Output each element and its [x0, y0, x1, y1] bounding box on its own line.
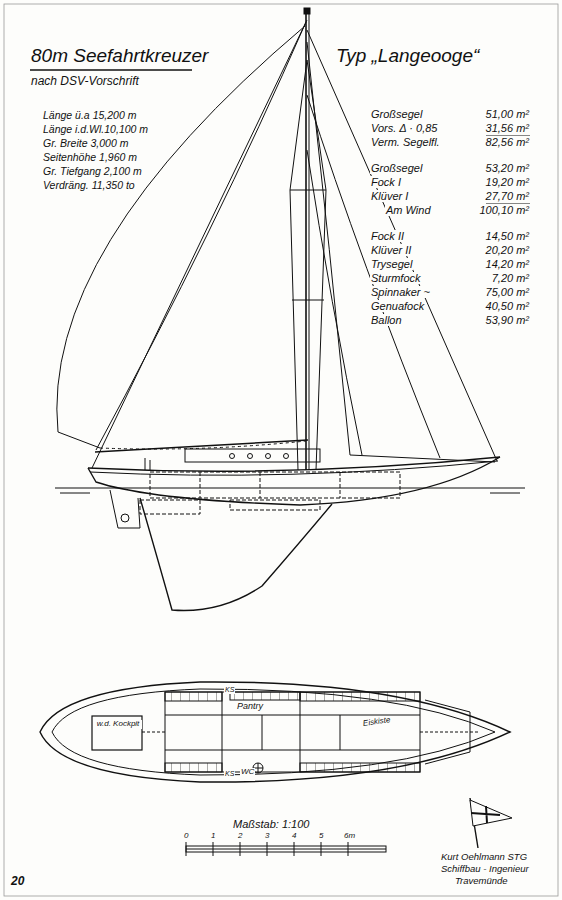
signature: Travemünde [454, 876, 509, 886]
sail-area: 51,00 m² [485, 108, 530, 120]
sail-area: 14,20 m² [485, 258, 530, 270]
drawing-label: 6m [343, 832, 356, 841]
club-flag [470, 798, 512, 848]
drawing-label: Seitenhöhe 1,960 m [42, 152, 138, 164]
sail-area: 31,56 m² [485, 122, 530, 134]
drawing-label: KS [224, 686, 235, 694]
drawing-label: 3 [264, 832, 270, 841]
sail-area: 19,20 m² [485, 176, 530, 188]
sail-name: Trysegel [370, 258, 413, 270]
signature: Kurt Oehlmann STG [440, 852, 528, 862]
sail-name: Klüver II [370, 244, 412, 256]
sheet-border [4, 4, 558, 896]
drawing-label: Gr. Breite 3,000 m [42, 138, 129, 150]
sail-area: 27,70 m² [485, 190, 530, 202]
drawing-label: Eiskiste [362, 716, 392, 729]
drawing-label: nach DSV-Vorschrift [30, 75, 140, 88]
sail-area: 100,10 m² [478, 204, 530, 216]
drawing-label: Länge ü.a 15,200 m [42, 110, 137, 122]
drawing-label: w.d. Kockpit [94, 720, 142, 729]
scale-bar [186, 842, 386, 856]
type-title: Typ „Langeooge“ [335, 46, 480, 67]
drawing-label: Länge i.d.Wl.10,100 m [42, 124, 149, 136]
drawing-label: Pantry [236, 702, 264, 712]
sail-name: Genuafock [370, 300, 425, 312]
drawing-label: 0 [183, 832, 189, 841]
sail-name: Großsegel [370, 108, 423, 120]
sail-name: Klüver I [370, 190, 409, 202]
sail-area: 82,56 m² [485, 136, 530, 148]
sail-area: 75,00 m² [485, 286, 530, 298]
page-number: 20 [10, 875, 25, 888]
sail-area: 40,50 m² [485, 300, 530, 312]
hull-profile [55, 449, 525, 611]
sail-name: Ballon [370, 314, 403, 326]
sail-name: Fock II [370, 230, 405, 242]
drawing-label: WC [240, 768, 255, 777]
sail-name: Fock I [370, 176, 402, 188]
sail-name: Vors. Δ · 0,85 [370, 122, 438, 134]
sail-area: 53,20 m² [485, 162, 530, 174]
sail-area: 14,50 m² [485, 230, 530, 242]
drawing-label: 4 [291, 832, 297, 841]
sail-name: Spinnaker ~ [370, 286, 431, 298]
sail-name: Am Wind [385, 204, 432, 216]
drawing-label: 1 [210, 832, 216, 841]
sheet-title: 80m Seefahrtkreuzer [30, 46, 209, 67]
drawing-label: 2 [237, 832, 243, 841]
drawing-label: KS [224, 770, 235, 778]
scale-caption: Maßstab: 1:100 [232, 818, 310, 830]
drawing-label: 5 [318, 832, 324, 841]
sail-name: Verm. Segelfl. [370, 136, 441, 148]
drawing-label: Gr. Tiefgang 2,100 m [42, 166, 143, 178]
sail-area: 53,90 m² [485, 314, 530, 326]
sail-area: 20,20 m² [485, 244, 530, 256]
deck-plan [40, 682, 510, 782]
sail-area: 7,20 m² [491, 272, 530, 284]
sail-name: Großsegel [370, 162, 423, 174]
title-underline [30, 69, 192, 70]
signature: Schiffbau - Ingenieur [440, 864, 530, 874]
sail-name: Sturmfock [370, 272, 422, 284]
drawing-label: Verdräng. 11,350 to [42, 180, 136, 192]
